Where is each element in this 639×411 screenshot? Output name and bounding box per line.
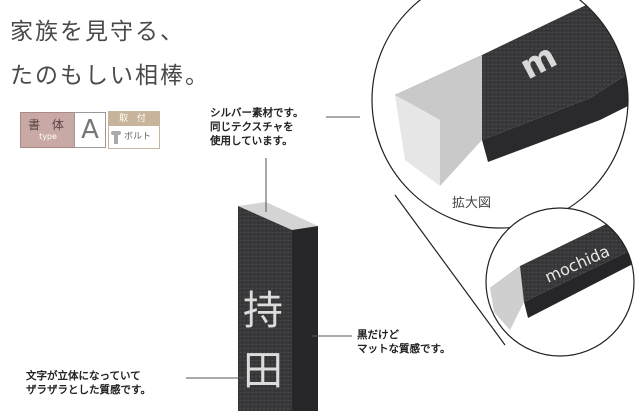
post-character-1: 持	[243, 288, 283, 334]
callout-silver-line-2: 同じテクスチャを	[210, 121, 294, 133]
font-type-letter: A	[74, 112, 106, 148]
post-character-2: 田	[243, 348, 283, 394]
callout-black-line-2: マットな質感です。	[357, 343, 451, 355]
headline-line-2: たのもしい相棒。	[10, 63, 210, 89]
font-badge-label: 書 体	[28, 118, 68, 132]
mount-badge-label: 取 付	[109, 112, 159, 126]
callout-black: 黒だけど マットな質感です。	[357, 328, 450, 356]
zoom-circle-large: m	[371, 0, 629, 229]
bolt-icon	[111, 129, 121, 145]
callout-text-line-1: 文字が立体になっていて	[26, 370, 141, 382]
callout-silver-line-1: シルバー素材です。	[210, 107, 304, 119]
callout-text-line-2: ザラザラとした質感です。	[26, 384, 151, 396]
zoom-connector-line-1	[394, 194, 506, 346]
callout-black-line-1: 黒だけど	[357, 329, 399, 341]
mount-badge-value-row: ボルト	[111, 128, 159, 146]
font-badge: 書 体 type	[20, 112, 76, 148]
mount-badge: 取 付 ボルト	[108, 111, 160, 149]
font-badge-type: type	[39, 132, 57, 141]
callout-silver-line-3: 使用しています。	[210, 135, 293, 147]
post-sign: 持 田	[238, 202, 318, 411]
mount-badge-value: ボルト	[124, 132, 152, 142]
headline-line-1: 家族を見守る、	[10, 19, 185, 45]
callout-text: 文字が立体になっていて ザラザラとした質感です。	[26, 369, 151, 397]
callout-silver: シルバー素材です。 同じテクスチャを 使用しています。	[210, 106, 303, 148]
zoom-label: 拡大図	[452, 196, 491, 211]
